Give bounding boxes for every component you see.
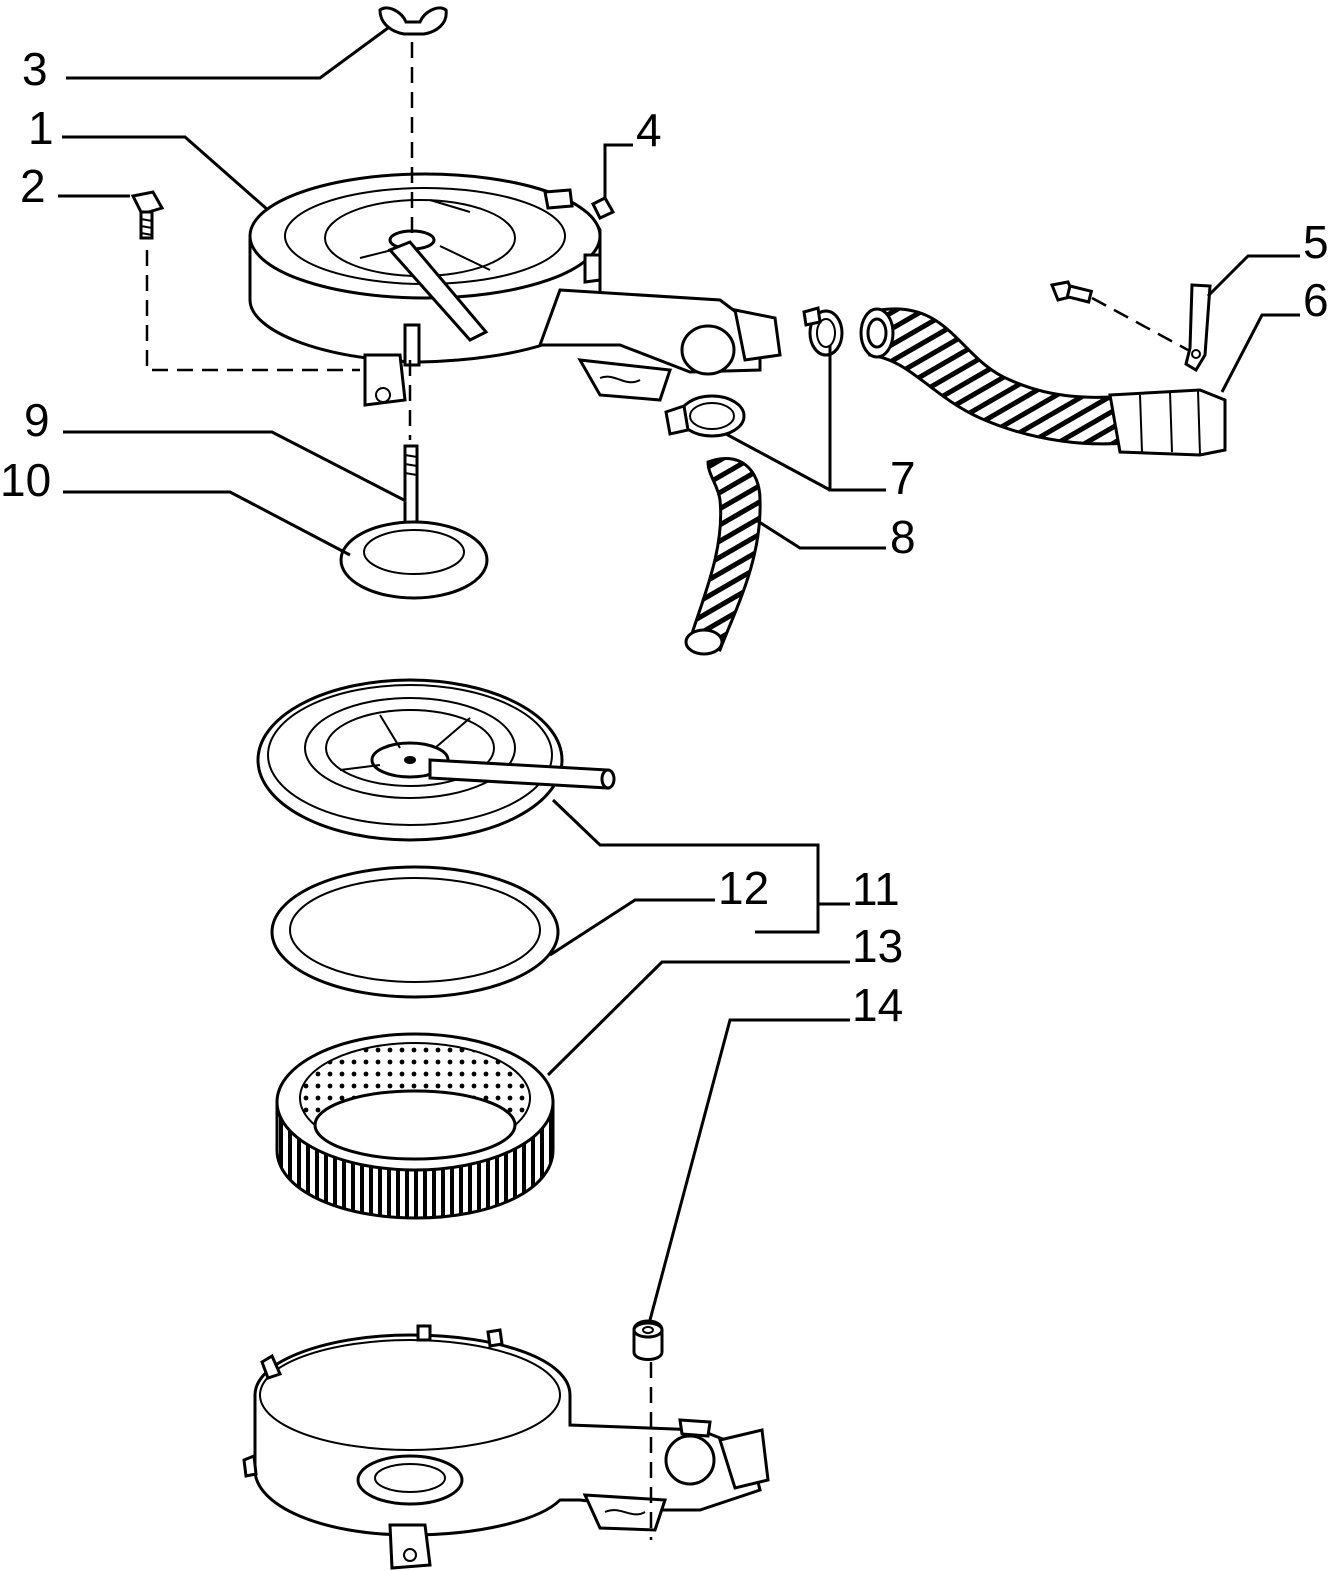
callout-3: 3 [22, 43, 48, 95]
part-8-flexible-hose [684, 456, 762, 656]
part-1-filter-housing-assembly [248, 172, 782, 407]
callout-4: 4 [636, 104, 662, 156]
part-4-fitting [590, 196, 616, 220]
callout-2: 2 [20, 160, 46, 212]
callout-8: 8 [890, 511, 916, 563]
part-2-bolt [130, 190, 165, 240]
part-12-sealing-ring [270, 865, 560, 999]
assembly-center-lines [145, 42, 1189, 1540]
callout-1: 1 [28, 102, 54, 154]
part-13-filter-element [275, 1032, 555, 1220]
callout-14: 14 [852, 979, 903, 1031]
callout-6: 6 [1303, 274, 1329, 326]
part-6-intake-duct [859, 307, 1227, 457]
leader-lines [58, 26, 1300, 1321]
part-14-bushing [632, 1319, 664, 1361]
part-11-cover [256, 678, 616, 842]
callout-9: 9 [24, 394, 50, 446]
callout-10: 10 [0, 454, 51, 506]
callout-11: 11 [852, 863, 900, 915]
part-10-washer [339, 520, 489, 600]
lower-housing-body [242, 1324, 770, 1570]
part-7-hose-clamps [664, 306, 844, 438]
callout-5: 5 [1303, 216, 1329, 268]
part-5-bracket [1049, 280, 1212, 373]
callout-7: 7 [890, 452, 916, 504]
callout-12: 12 [718, 862, 769, 914]
callout-13: 13 [852, 920, 903, 972]
part-3-wing-nut [378, 6, 448, 36]
